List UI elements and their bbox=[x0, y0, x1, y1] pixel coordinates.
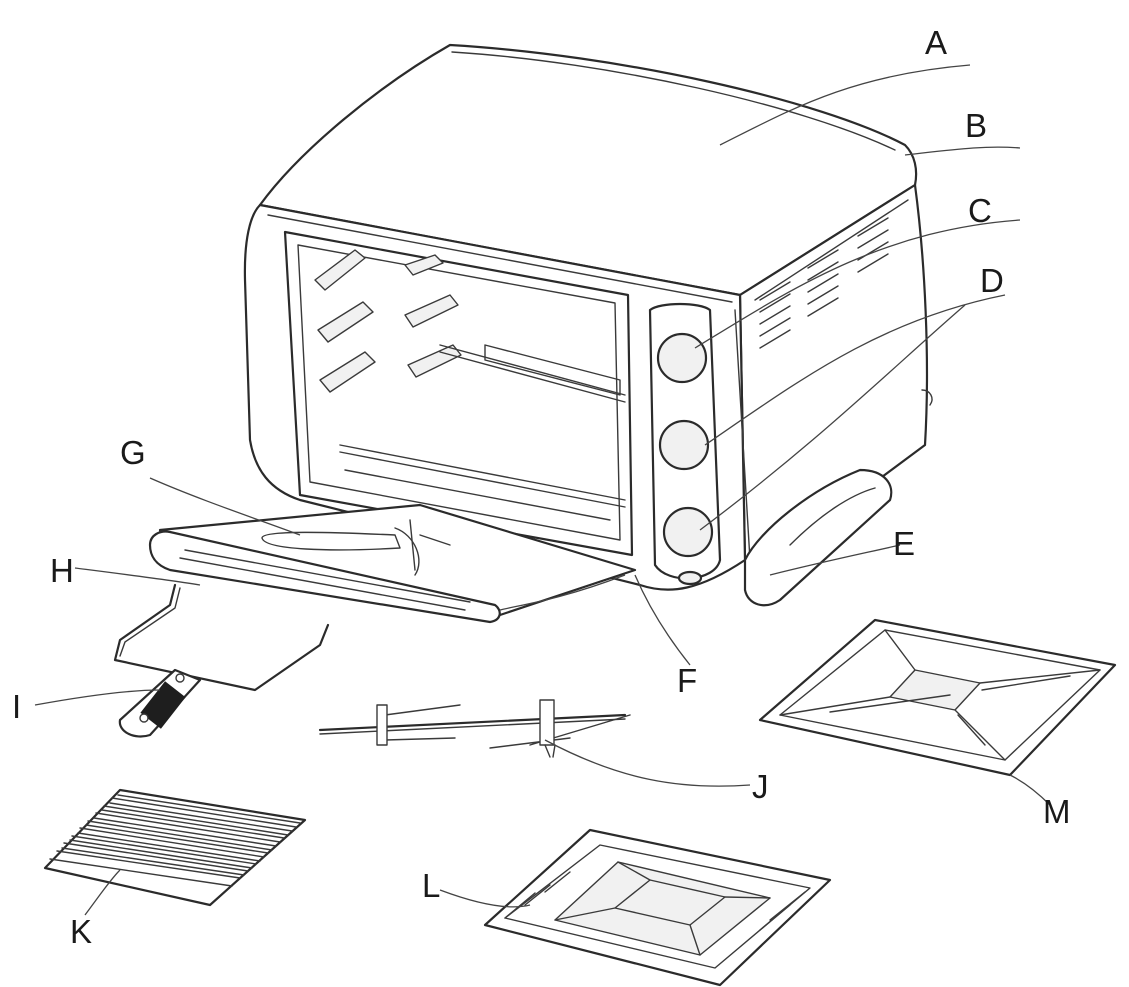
rotisserie-spit bbox=[318, 699, 631, 758]
label-h: H bbox=[50, 552, 74, 589]
leader-lines bbox=[34, 64, 1051, 916]
label-c: C bbox=[968, 192, 992, 229]
wire-rack-handle bbox=[113, 583, 330, 738]
baking-tray bbox=[483, 828, 832, 987]
control-panel bbox=[648, 302, 751, 586]
oven-door bbox=[148, 503, 637, 624]
label-j: J bbox=[752, 768, 769, 805]
knob-timer bbox=[656, 332, 708, 384]
side-handle bbox=[743, 468, 893, 607]
label-a: A bbox=[925, 24, 947, 61]
label-b: B bbox=[965, 107, 987, 144]
knob-temperature bbox=[662, 506, 714, 558]
side-vents bbox=[759, 217, 889, 349]
wire-rack bbox=[43, 788, 307, 907]
label-e: E bbox=[893, 525, 915, 562]
label-g: G bbox=[120, 434, 146, 471]
enamel-tray bbox=[758, 618, 1117, 777]
label-f: F bbox=[677, 662, 697, 699]
oven-cavity bbox=[283, 230, 634, 557]
label-d: D bbox=[980, 262, 1004, 299]
tray-handle-tool bbox=[261, 531, 401, 551]
part-labels: A B C D E F G H I J K L M bbox=[12, 24, 1071, 950]
label-k: K bbox=[70, 913, 92, 950]
indicator-light bbox=[677, 570, 703, 586]
label-i: I bbox=[12, 688, 21, 725]
label-m: M bbox=[1043, 793, 1071, 830]
label-l: L bbox=[422, 867, 440, 904]
knob-function bbox=[658, 419, 710, 471]
